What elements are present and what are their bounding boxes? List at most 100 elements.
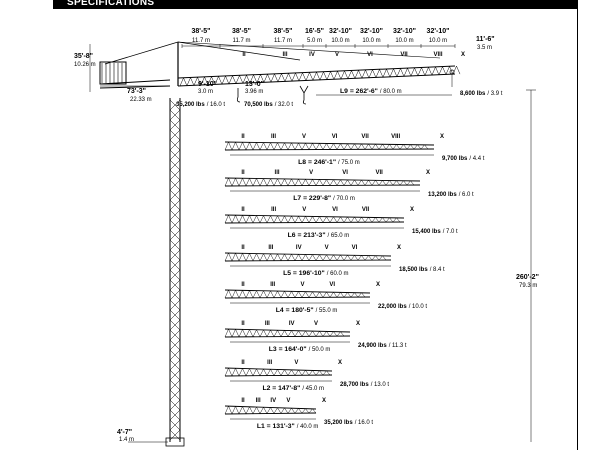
top-section-ft: 38'-5" xyxy=(232,28,251,35)
jib-numeral: III xyxy=(268,245,273,251)
jib-numeral: VIII xyxy=(391,134,400,140)
jib-numeral: V xyxy=(314,321,318,327)
jib-tip-load: 35,200 lbs/ 16.0 t xyxy=(324,420,373,426)
jib-numeral: V xyxy=(325,245,329,251)
top-section-ft: 38'-5" xyxy=(274,28,293,35)
jib-numeral: V xyxy=(302,207,306,213)
total-height-m: 79.3 m xyxy=(519,283,537,289)
jib-numeral: III xyxy=(275,170,280,176)
jib-numeral: X xyxy=(440,134,444,140)
top-jib-numeral: VI xyxy=(367,52,373,58)
dim-9-10-m: 3.0 m xyxy=(198,89,213,95)
top-jib-numeral: X xyxy=(461,52,465,58)
jib-tip-load: 28,700 lbs/ 13.0 t xyxy=(340,382,389,388)
jib-tip-load: 13,200 lbs/ 6.0 t xyxy=(428,192,474,198)
dim-13-0-ft: 13'-0" xyxy=(245,81,264,88)
jib-numeral: V xyxy=(286,398,290,404)
top-section-ft: 38'-5" xyxy=(192,28,211,35)
jib-numeral: II xyxy=(241,360,245,366)
jib-numeral: X xyxy=(322,398,326,404)
base-dim-ft: 4'-7" xyxy=(117,429,132,436)
jib-tip-load: 9,700 lbs/ 4.4 t xyxy=(442,156,485,162)
jib-length-label: L4 = 180'-5"/ 55.0 m xyxy=(276,307,338,314)
top-section-ft: 16'-5" xyxy=(305,28,324,35)
jib-numeral: X xyxy=(376,282,380,288)
jib-length-label: L6 = 213'-3"/ 65.0 m xyxy=(288,232,350,239)
jib-numeral: II xyxy=(241,245,245,251)
jib-numeral: X xyxy=(410,207,414,213)
top-jib-numeral: II xyxy=(242,52,246,58)
jib-numeral: VII xyxy=(362,207,370,213)
jib-numeral: II xyxy=(241,170,245,176)
jib-numeral: III xyxy=(271,207,276,213)
jib-numeral: X xyxy=(426,170,430,176)
tip-dim-ft: 11'-6" xyxy=(476,36,495,43)
jib-numeral: V xyxy=(300,282,304,288)
jib-tip-load: 24,900 lbs/ 11.3 t xyxy=(358,343,407,349)
crane-mast xyxy=(169,98,181,442)
top-section-m: 11.7 m xyxy=(192,38,210,44)
jib-numeral: II xyxy=(241,134,245,140)
counter-height-m: 10.26 m xyxy=(74,62,96,68)
jib-numeral: IV xyxy=(289,321,295,327)
specifications-header: SPECIFICATIONS xyxy=(53,0,578,9)
top-jib-numeral: III xyxy=(282,52,287,58)
top-dimension-row: 38'-5"11.7 m38'-5"11.7 m38'-5"11.7 m16'-… xyxy=(181,28,465,58)
jib-numeral: V xyxy=(294,360,298,366)
jib-numeral: VI xyxy=(332,207,338,213)
load-a: 35,200 lbs/ 16.0 t xyxy=(176,102,225,108)
top-section-ft: 32'-10" xyxy=(427,28,450,35)
jib-numeral: VI xyxy=(332,134,338,140)
jib-numeral: V xyxy=(302,134,306,140)
jib-tip-load: 15,400 lbs/ 7.0 t xyxy=(412,229,458,235)
jib-numeral: VI xyxy=(352,245,358,251)
dim-9-10-ft: 9'-10" xyxy=(198,81,217,88)
top-jib-numeral: IV xyxy=(309,52,315,58)
jib-length-label: L5 = 196'-10"/ 60.0 m xyxy=(283,270,348,277)
top-section-ft: 32'-10" xyxy=(360,28,383,35)
jib-tip-load: 18,500 lbs/ 8.4 t xyxy=(399,267,445,273)
jib-length-label: L3 = 164'-0"/ 50.0 m xyxy=(269,346,331,353)
top-section-m: 10.0 m xyxy=(395,38,413,44)
jib-numeral: II xyxy=(241,321,245,327)
jib-length-label: L8 = 246'-1"/ 75.0 m xyxy=(298,159,360,166)
top-section-ft: 32'-10" xyxy=(393,28,416,35)
jib-numeral: III xyxy=(271,134,276,140)
jib-numeral: V xyxy=(309,170,313,176)
counter-jib-m: 22.33 m xyxy=(130,97,152,103)
top-section-ft: 32'-10" xyxy=(329,28,352,35)
jib-numeral: II xyxy=(241,207,245,213)
header-title: SPECIFICATIONS xyxy=(67,0,155,8)
right-border xyxy=(577,0,578,450)
jib-numeral: IV xyxy=(296,245,302,251)
jib-numeral: II xyxy=(241,282,245,288)
jib-numeral: VI xyxy=(329,282,335,288)
jib-numeral: II xyxy=(241,398,245,404)
jib-numeral: III xyxy=(270,282,275,288)
top-section-m: 10.0 m xyxy=(362,38,380,44)
top-section-m: 5.0 m xyxy=(307,38,322,44)
tip-dim-m: 3.5 m xyxy=(477,45,492,51)
jib-numeral: III xyxy=(267,360,272,366)
jib-numeral: VII xyxy=(375,170,383,176)
jib-length-label: L7 = 229'-8"/ 70.0 m xyxy=(293,195,355,202)
load-b: 70,500 lbs/ 32.0 t xyxy=(244,102,293,108)
jib-tip-load: 22,000 lbs/ 10.0 t xyxy=(378,304,427,310)
top-section-m: 11.7 m xyxy=(274,38,292,44)
jib-numeral: VI xyxy=(342,170,348,176)
jib-numeral: X xyxy=(338,360,342,366)
top-section-m: 10.0 m xyxy=(331,38,349,44)
base-dim-m: 1.4 m xyxy=(119,437,134,443)
total-height-ft: 260'-2" xyxy=(516,274,539,281)
dim-13-0-m: 3.96 m xyxy=(245,89,263,95)
